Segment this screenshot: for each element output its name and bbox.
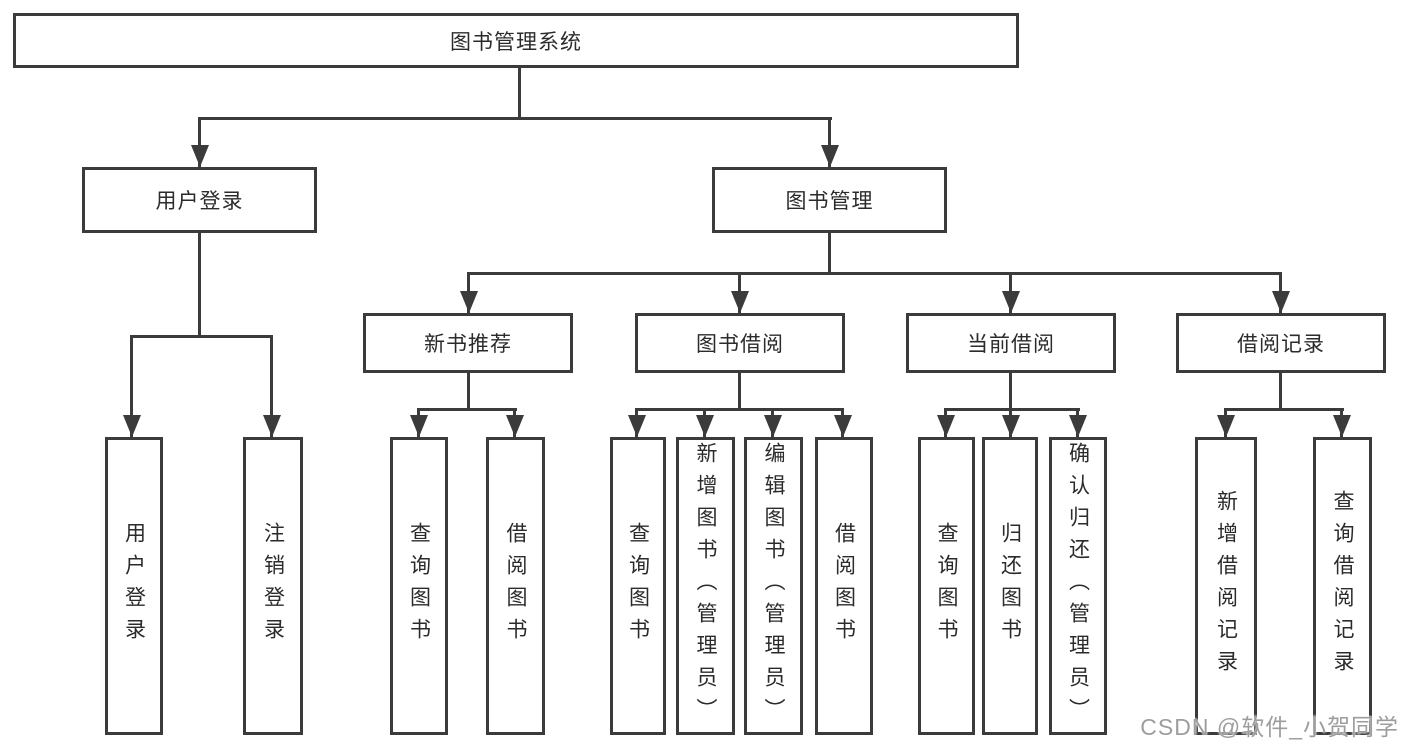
- arrow-to-leaf-edit-book-admin: [771, 411, 774, 437]
- arrow-to-current-borrowing: [1009, 275, 1012, 313]
- node-library-management-system: 图书管理系统: [13, 13, 1019, 68]
- arrow-to-borrowing-records: [1279, 275, 1282, 313]
- arrow-to-new-book-recommendation: [467, 275, 470, 313]
- arrow-to-leaf-add-book-admin: [703, 411, 706, 437]
- leaf-query-borrow-record: 查询借阅记录: [1313, 437, 1372, 735]
- leaf-query-books-2: 查询图书: [610, 437, 666, 735]
- node-label: 借阅图书: [832, 522, 856, 650]
- node-label: 查询图书: [407, 522, 431, 650]
- node-label: 新书推荐: [424, 333, 512, 356]
- leaf-add-book-admin: 新增图书（管理员）: [676, 437, 735, 735]
- arrow-to-leaf-add-borrow-record: [1224, 411, 1227, 437]
- node-label: 编辑图书（管理员）: [762, 442, 785, 730]
- arrow-to-leaf-logout: [270, 338, 273, 437]
- node-label: 图书借阅: [696, 333, 784, 356]
- node-label: 当前借阅: [967, 333, 1055, 356]
- node-label: 查询图书: [935, 522, 958, 650]
- node-label: 用户登录: [155, 190, 244, 213]
- arrow-to-book-borrowing: [738, 275, 741, 313]
- node-borrowing-records: 借阅记录: [1176, 313, 1386, 373]
- leaf-query-books-1: 查询图书: [390, 437, 448, 735]
- node-label: 借阅记录: [1237, 333, 1325, 356]
- connector-current-borrowing-rail: [944, 408, 1080, 411]
- node-label: 图书管理: [785, 190, 874, 213]
- node-book-management: 图书管理: [712, 167, 947, 233]
- arrow-to-leaf-query-borrow-record: [1340, 411, 1343, 437]
- connector-level3-rail: [467, 272, 1282, 275]
- arrow-to-leaf-user-login: [130, 338, 133, 437]
- node-book-borrowing: 图书借阅: [635, 313, 845, 373]
- node-label: 新增图书（管理员）: [694, 442, 717, 730]
- connector-root-stem: [518, 68, 521, 117]
- leaf-borrow-books-1: 借阅图书: [486, 437, 545, 735]
- arrow-to-leaf-borrow-books-1: [513, 411, 516, 437]
- arrow-to-leaf-confirm-return-admin: [1076, 411, 1079, 437]
- arrow-to-leaf-query-books-2: [635, 411, 638, 437]
- node-label: 用户登录: [122, 522, 146, 650]
- node-label: 注销登录: [261, 522, 285, 650]
- arrow-to-user-login: [198, 120, 201, 167]
- arrow-to-leaf-borrow-books-2: [841, 411, 844, 437]
- connector-user-login-stem: [198, 233, 201, 335]
- leaf-confirm-return-admin: 确认归还（管理员）: [1049, 437, 1107, 735]
- connector-book-management-stem: [828, 233, 831, 272]
- node-new-book-recommendation: 新书推荐: [363, 313, 573, 373]
- arrow-to-book-management: [828, 120, 831, 167]
- node-label: 借阅图书: [504, 522, 527, 650]
- node-label: 新增借阅记录: [1214, 490, 1238, 682]
- node-user-login: 用户登录: [82, 167, 317, 233]
- node-label: 查询借阅记录: [1331, 490, 1354, 682]
- leaf-borrow-books-2: 借阅图书: [815, 437, 873, 735]
- csdn-watermark: CSDN @软件_小贺同学: [1140, 714, 1399, 740]
- node-label: 图书管理系统: [450, 30, 582, 54]
- node-label: 确认归还（管理员）: [1066, 442, 1090, 730]
- connector-book-borrowing-rail: [635, 408, 844, 411]
- connector-current-borrowing-stem: [1009, 373, 1012, 408]
- connector-book-borrowing-stem: [738, 373, 741, 408]
- leaf-logout: 注销登录: [243, 437, 303, 735]
- leaf-query-books-3: 查询图书: [918, 437, 975, 735]
- leaf-return-books: 归还图书: [982, 437, 1038, 735]
- node-current-borrowing: 当前借阅: [906, 313, 1116, 373]
- connector-level2-rail: [198, 117, 832, 120]
- connector-borrowing-records-rail: [1224, 408, 1344, 411]
- arrow-to-leaf-query-books-3: [944, 411, 947, 437]
- connector-new-book-recommendation-rail: [417, 408, 517, 411]
- connector-borrowing-records-stem: [1279, 373, 1282, 408]
- arrow-to-leaf-query-books-1: [417, 411, 420, 437]
- leaf-edit-book-admin: 编辑图书（管理员）: [744, 437, 803, 735]
- connector-new-book-recommendation-stem: [467, 373, 470, 408]
- node-label: 归还图书: [998, 522, 1022, 650]
- leaf-user-login: 用户登录: [105, 437, 163, 735]
- leaf-add-borrow-record: 新增借阅记录: [1195, 437, 1257, 735]
- node-label: 查询图书: [626, 522, 650, 650]
- connector-user-login-rail: [130, 335, 273, 338]
- arrow-to-leaf-return-books: [1009, 411, 1012, 437]
